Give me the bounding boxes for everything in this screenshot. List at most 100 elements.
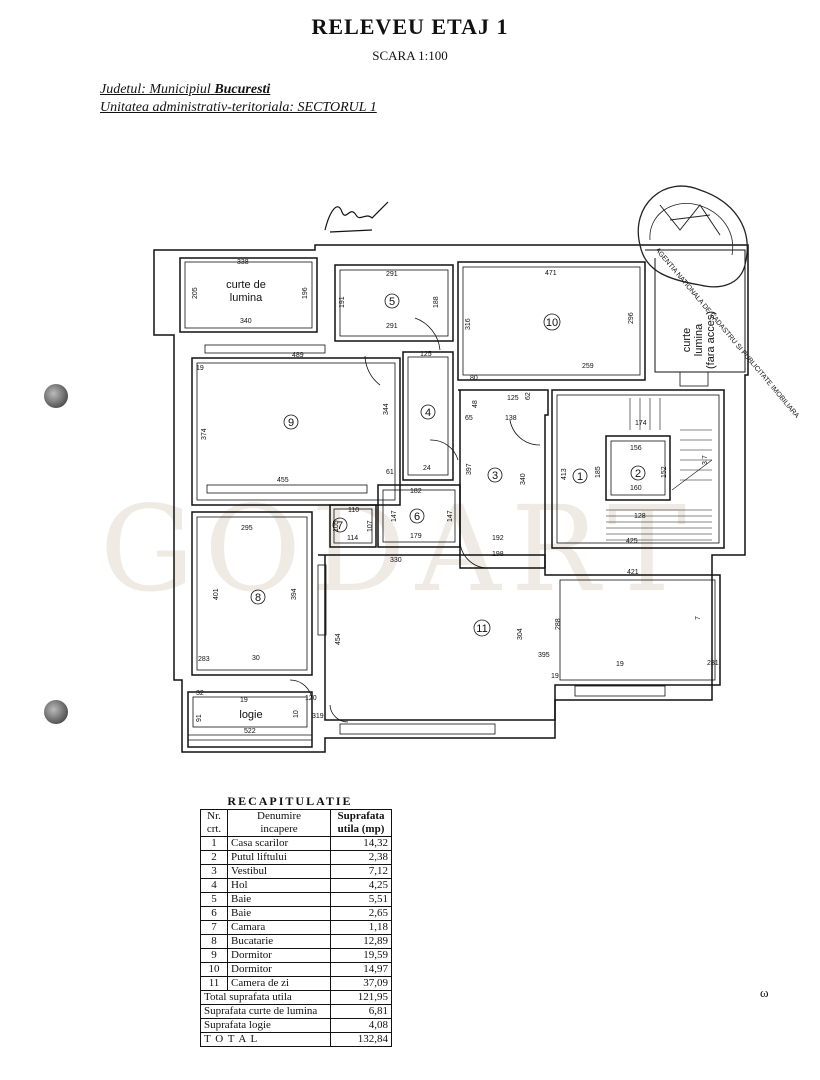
room-9-number: 9 <box>288 417 294 429</box>
dimension-label: 24 <box>423 465 431 472</box>
room-4-number: 4 <box>425 407 431 419</box>
punch-hole-icon <box>44 700 68 724</box>
dimension-label: 421 <box>627 569 639 576</box>
room-6-number: 6 <box>414 511 420 523</box>
row-area: 12,89 <box>330 934 392 949</box>
recap-title: RECAPITULATIE <box>227 794 353 808</box>
row-name: Vestibul <box>227 864 331 879</box>
dimension-label: 198 <box>492 551 504 558</box>
county-line: Judetul: Municipiul Bucuresti <box>100 82 270 98</box>
dimension-label: 185 <box>595 466 602 478</box>
row-name: Baie <box>227 906 331 921</box>
light-court-area-value: 6,81 <box>330 1004 392 1019</box>
row-name: Dormitor <box>227 948 331 963</box>
dimension-label: 304 <box>517 628 524 640</box>
row-area: 4,25 <box>330 878 392 893</box>
dimension-label: 61 <box>386 469 394 476</box>
room-6-outline <box>377 484 461 548</box>
corner-mark: ω <box>760 985 769 1000</box>
dimension-label: 489 <box>292 352 304 359</box>
county-value: Municipiul <box>149 82 211 97</box>
row-nr: 3 <box>200 864 228 879</box>
dimension-label: 174 <box>635 420 647 427</box>
header-nr-2: crt. <box>206 823 222 835</box>
dimension-label: 91 <box>196 714 203 722</box>
row-name: Hol <box>227 878 331 893</box>
dimension-label: 7 <box>695 616 702 620</box>
dimension-label: 192 <box>492 535 504 542</box>
light-court-right-label-3: (fara acces) <box>705 311 717 369</box>
dimension-label: 330 <box>390 557 402 564</box>
dimension-label: 340 <box>240 318 252 325</box>
dimension-label: 32 <box>196 690 204 697</box>
dimension-label: 455 <box>277 477 289 484</box>
row-nr: 8 <box>200 934 228 949</box>
room-4-outline <box>402 351 454 481</box>
dimension-label: 120 <box>305 695 317 702</box>
light-court-right-label-1: curte <box>681 328 693 352</box>
light-court-area-label: Suprafata curte de lumina <box>200 1004 331 1019</box>
room-2-number: 2 <box>635 468 641 480</box>
dimension-label: 110 <box>348 507 359 514</box>
total-useful-label: Total suprafata utila <box>200 990 331 1005</box>
light-court-right-label-2: lumina <box>693 323 705 356</box>
dimension-label: 394 <box>291 588 298 600</box>
row-area: 5,51 <box>330 892 392 907</box>
row-nr: 2 <box>200 850 228 865</box>
dimension-label: 182 <box>410 488 422 495</box>
dimension-label: 291 <box>386 271 398 278</box>
dimension-label: 19 <box>616 661 624 668</box>
dimension-label: 48 <box>472 400 479 408</box>
dimension-label: 107 <box>367 520 374 532</box>
dimension-label: 397 <box>466 463 473 475</box>
dimension-label: 179 <box>410 533 422 540</box>
room-7-outline <box>329 504 377 548</box>
dimension-label: 471 <box>545 270 557 277</box>
county-city: Bucuresti <box>214 82 271 97</box>
unit-line: Unitatea administrativ-teritoriala: SECT… <box>100 100 377 116</box>
row-area: 2,38 <box>330 850 392 865</box>
row-nr: 7 <box>200 920 228 935</box>
row-area: 1,18 <box>330 920 392 935</box>
unit-value: SECTORUL 1 <box>297 100 377 115</box>
dimension-label: 316 <box>465 318 472 330</box>
drawing-title: RELEVEU ETAJ 1 <box>311 14 509 39</box>
dimension-label: 296 <box>628 312 635 324</box>
dimension-label: 152 <box>661 466 668 478</box>
row-name: Baie <box>227 892 331 907</box>
dimension-label: 338 <box>237 259 249 266</box>
dimension-label: 156 <box>630 445 642 452</box>
grand-total-value: 132,84 <box>330 1032 392 1047</box>
row-name: Putul liftului <box>227 850 331 865</box>
room-11-number: 11 <box>476 623 487 635</box>
dimension-label: 30 <box>252 655 260 662</box>
dimension-label: 395 <box>538 652 550 659</box>
dimension-label: 147 <box>447 510 454 522</box>
dimension-label: 295 <box>241 525 253 532</box>
dimension-label: 160 <box>630 485 642 492</box>
header-name-2: incapere <box>260 823 298 835</box>
loggia-area-value: 4,08 <box>330 1018 392 1033</box>
dimension-label: 454 <box>335 633 342 645</box>
dimension-label: 65 <box>465 415 473 422</box>
room-10-outline <box>457 261 646 381</box>
dimension-label: 125 <box>420 351 432 358</box>
loggia-label: logie <box>239 709 262 721</box>
room-1-number: 1 <box>577 471 583 483</box>
header-area-2: utila (mp) <box>337 823 385 835</box>
